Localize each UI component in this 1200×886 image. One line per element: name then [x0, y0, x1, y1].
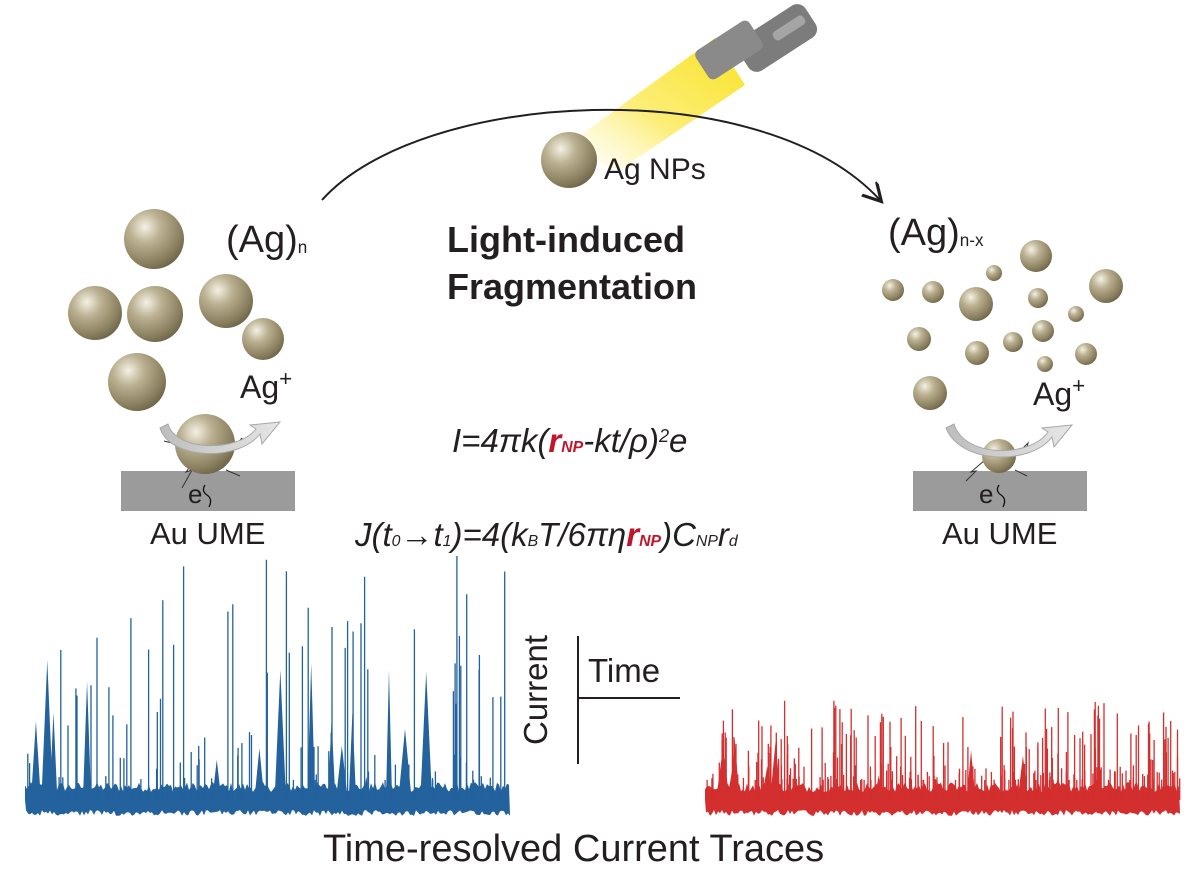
trace-peak: [398, 728, 412, 800]
ion-text-right: Ag: [1033, 376, 1073, 412]
trace-peak: [254, 748, 265, 800]
eq2-c: T/6πη: [538, 516, 627, 553]
flashlight-icon: [695, 4, 818, 80]
trace-peak: [761, 766, 774, 800]
process-title-line1: Light-induced: [447, 219, 685, 260]
scale-bar-current-label: Current: [517, 634, 554, 745]
eq2-radius: r: [626, 516, 640, 553]
trace-peak: [327, 720, 336, 800]
nanoparticle-label: Ag NPs: [604, 153, 706, 186]
process-arrow: [321, 108, 880, 200]
reactant-text: (Ag): [226, 219, 298, 261]
ion-release-arrow-right: [945, 423, 1074, 458]
light-beam: [560, 38, 745, 170]
footer-caption: Time-resolved Current Traces: [323, 828, 825, 870]
electron-label-left: e: [188, 479, 203, 509]
eq2-t0-sub: 0: [391, 533, 401, 550]
trace-peak: [729, 738, 740, 800]
product-text: (Ag): [888, 212, 960, 254]
trace-peak: [1017, 755, 1029, 800]
eq1-radius: r: [548, 422, 562, 459]
electrode-left: [121, 437, 295, 511]
ag-nanoparticle: [541, 132, 597, 188]
reactant-label: (Ag)n: [226, 221, 307, 259]
product-subscript: n-x: [959, 230, 984, 250]
equation-current: I=4πk(rNP-kt/ρ)2e: [452, 424, 687, 457]
eq2-rd-sub: d: [728, 533, 738, 550]
eq1-mid: -kt/ρ): [583, 422, 659, 459]
electron-label-right: e: [979, 479, 994, 509]
trace-peak: [82, 681, 92, 800]
eq2-d: )C: [661, 516, 696, 553]
trace-peak: [30, 721, 41, 800]
eq2-a: J(t: [355, 516, 392, 553]
ion-text-left: Ag: [240, 369, 280, 405]
trace-peak: [274, 669, 287, 800]
trace-peak: [212, 759, 222, 800]
trace-peak: [307, 663, 316, 800]
eq2-kb-sub: B: [527, 533, 539, 550]
particles-left: [68, 209, 284, 411]
trace-peak: [422, 766, 434, 800]
eq2-cnp-sub: NP: [695, 533, 718, 550]
eq1-power: 2: [658, 426, 670, 447]
ion-charge-left: +: [279, 365, 293, 391]
process-title-line2: Fragmentation: [447, 266, 698, 307]
trace-peak: [385, 669, 393, 800]
trace-peak: [362, 776, 371, 800]
electrode-right: [913, 441, 1087, 511]
trace-peak: [41, 660, 54, 800]
trace-peak: [420, 671, 433, 800]
ion-label-right: Ag+: [1033, 374, 1085, 412]
eq2-radius-subscript: NP: [639, 533, 662, 550]
electrode-label-left: Au UME: [150, 516, 266, 551]
ion-charge-right: +: [1072, 372, 1086, 398]
reactant-subscript: n: [297, 237, 308, 257]
scale-bar-time-label: Time: [588, 652, 661, 689]
eq2-arrow: →t: [400, 516, 443, 553]
trace-peak: [770, 742, 781, 800]
current-trace-after: [705, 700, 1181, 816]
trace-peak: [874, 775, 883, 800]
equation-flux: J(t0→t1)=4(kBT/6πηrNP)CNPrd: [355, 518, 738, 551]
eq1-radius-subscript: NP: [561, 439, 584, 456]
ion-label-left: Ag+: [240, 367, 292, 405]
product-label: (Ag)n-x: [888, 214, 984, 252]
eq1-lhs: I=4πk(: [452, 422, 549, 459]
eq1-tail: e: [669, 422, 688, 459]
eq2-b: )=4(k: [451, 516, 528, 553]
eq2-e: r: [717, 516, 729, 553]
particle-on-electrode-left: [175, 414, 235, 474]
trace-peak: [348, 712, 357, 800]
trace-peak: [966, 750, 976, 800]
scale-bar: [577, 636, 680, 764]
trace-peak: [335, 745, 348, 800]
eq2-t1-sub: 1: [442, 533, 452, 550]
electrode-label-right: Au UME: [942, 516, 1058, 551]
particles-right: [882, 240, 1123, 410]
current-trace-before: [25, 556, 510, 816]
trace-peak: [716, 748, 730, 800]
ion-release-arrow-left: [159, 421, 282, 454]
trace-peak: [49, 712, 58, 800]
